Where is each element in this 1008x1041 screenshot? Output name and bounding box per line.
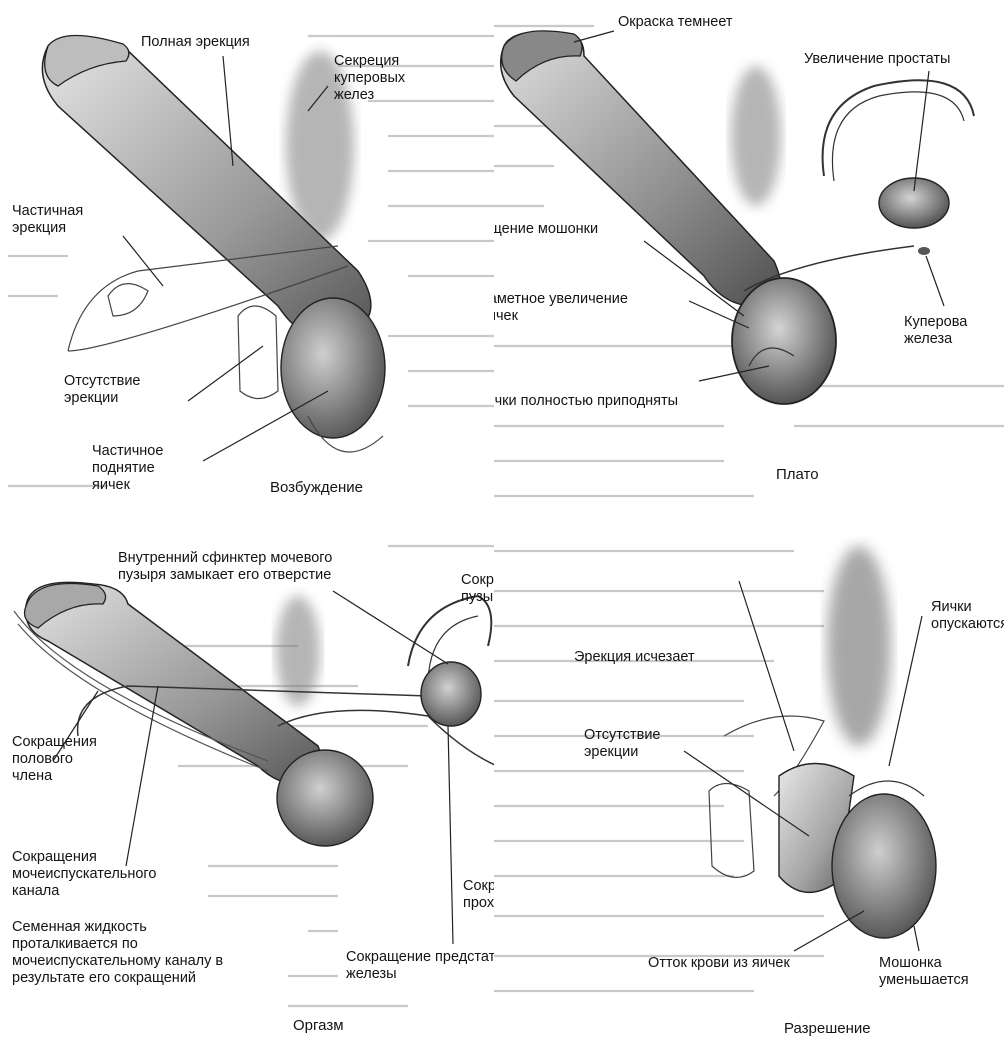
- label-seminal-vesicles: Сокращения семенных пузырьков: [461, 572, 494, 606]
- label-testes-enlargement: Заметное увеличение яичек: [494, 291, 628, 325]
- label-prostate-enlargement: Увеличение простаты: [804, 51, 950, 68]
- label-semen-flow: Семенная жидкость проталкивается по моче…: [12, 919, 223, 987]
- testes-orgasm: [277, 750, 373, 846]
- panel-excitement: Полная эрекция Секреция куперовых желез …: [8, 6, 494, 510]
- label-blood-outflow: Отток крови из яичек: [648, 955, 790, 972]
- label-color-darkens: Окраска темнеет: [618, 14, 733, 31]
- label-partial-erection: Частичная эрекция: [12, 203, 83, 237]
- label-bladder-sphincter: Внутренний сфинктер мочевого пузыря замы…: [118, 550, 332, 584]
- label-scrotum-shrinks: Мошонка уменьшается: [879, 955, 969, 989]
- seminal-vesicle-duct: [408, 596, 491, 666]
- label-cowper-gland: Куперова железа: [904, 314, 967, 348]
- testes-scrotum: [281, 298, 385, 438]
- label-full-erection: Полная эрекция: [141, 34, 250, 51]
- label-testes-fully-elevated: Яички полностью приподняты: [494, 393, 678, 410]
- label-prostate-contractions: Сокращение предстательной железы: [346, 949, 494, 983]
- label-penis-contractions: Сокращения полового члена: [12, 734, 97, 785]
- panel-plateau: Окраска темнеет Увеличение простаты Утол…: [494, 6, 1004, 510]
- background-text-lines: [494, 551, 824, 991]
- label-cowper-secretion: Секреция куперовых желез: [334, 53, 405, 104]
- label-anal-sphincter: Сокращение сфинктера заднего прохода: [463, 878, 494, 912]
- panel-title-excitement: Возбуждение: [270, 479, 363, 497]
- label-urethra-contractions: Сокращения мочеиспускательного канала: [12, 849, 156, 900]
- pubic-hair-shading: [827, 546, 891, 746]
- panel-resolution: Яички опускаются Эрекция исчезает Отсутс…: [494, 536, 1004, 1036]
- label-erection-disappears: Эрекция исчезает: [574, 649, 695, 666]
- label-partial-testes-elevation: Частичное поднятие яичек: [92, 443, 163, 494]
- testes-scrotum-plateau: [732, 278, 836, 404]
- excitement-illustration: [8, 6, 494, 510]
- seminal-duct: [823, 80, 974, 176]
- label-scrotum-thickening: Утолщение мошонки: [494, 221, 598, 238]
- plateau-illustration: [494, 6, 1004, 510]
- panel-orgasm: Внутренний сфинктер мочевого пузыря замы…: [8, 536, 494, 1036]
- panel-title-resolution: Разрешение: [784, 1020, 871, 1036]
- prostate: [879, 178, 949, 228]
- label-no-erection: Отсутствие эрекции: [64, 373, 141, 407]
- prostate-orgasm: [421, 662, 481, 726]
- panel-title-orgasm: Оргазм: [293, 1017, 344, 1035]
- label-testes-descend: Яички опускаются: [931, 599, 1004, 633]
- penis-no-erection-outline: [238, 306, 278, 399]
- label-no-erection-resolution: Отсутствие эрекции: [584, 727, 661, 761]
- scrotum-resolution: [832, 794, 936, 938]
- cowper-gland: [918, 247, 930, 255]
- panel-title-plateau: Плато: [776, 466, 819, 484]
